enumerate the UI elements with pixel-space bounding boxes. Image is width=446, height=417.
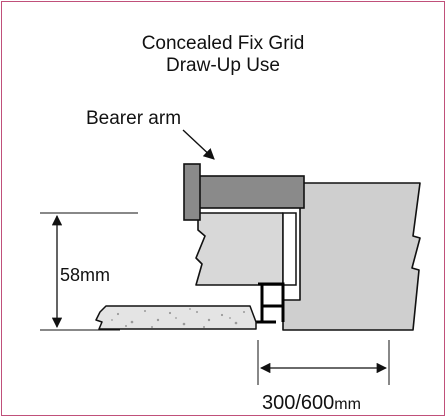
- fixing-block: [195, 212, 284, 286]
- structural-wall: [282, 182, 421, 331]
- diagram-title-line-1: Concealed Fix Grid: [141, 33, 305, 54]
- grid-hanger-slot: [282, 212, 297, 286]
- concealed-grid-section: [248, 282, 285, 324]
- diagram-title-line-2: Draw-Up Use: [165, 55, 281, 76]
- bearer-arm-label: Bearer arm: [86, 108, 182, 129]
- width-dimension-label: 300/600mm: [262, 392, 361, 415]
- tile-speckle: [111, 308, 245, 328]
- height-dimension-label: 58mm: [60, 265, 111, 285]
- width-dimension-value: 300/600: [262, 392, 335, 414]
- bearer-arm-leader: [182, 129, 215, 160]
- bearer-arm-bar: [195, 175, 305, 209]
- bearer-arm-flange: [183, 163, 201, 221]
- width-dimension-unit: mm: [334, 396, 361, 413]
